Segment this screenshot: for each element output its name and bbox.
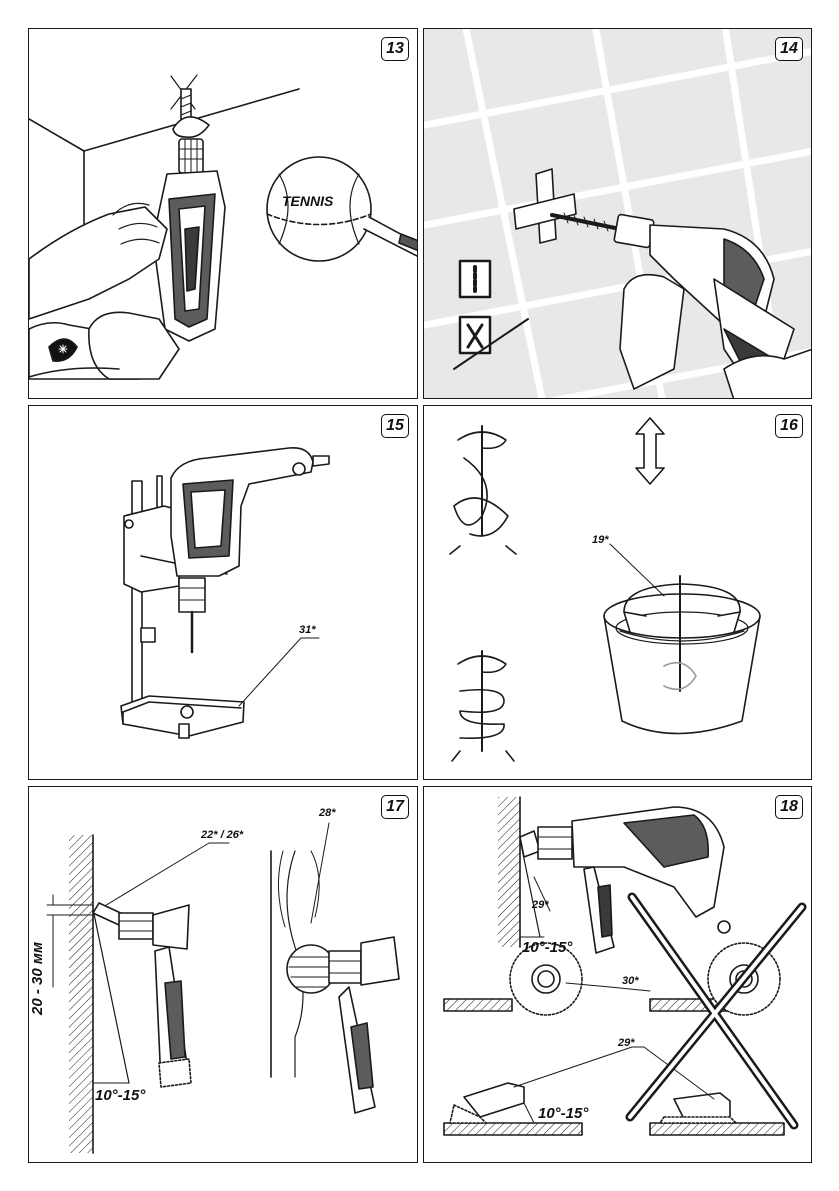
panel-number: 13 (381, 37, 409, 61)
drill-stand-illustration (120, 446, 330, 739)
panel-number: 14 (775, 37, 803, 61)
mixing-illustration (449, 417, 761, 762)
callout-19: 19* (592, 534, 609, 546)
distance-label: 20 - 30 мм (29, 941, 46, 1015)
angle-label-bottom: 10°-15° (538, 1105, 589, 1122)
panel-number: 16 (775, 414, 803, 438)
brushing-angle-illustration (443, 796, 807, 1136)
angle-label-top: 10°-15° (522, 939, 573, 956)
panel-16: 19* 16 (423, 405, 812, 780)
panel-number: 18 (775, 795, 803, 819)
tennis-ball-text: TENNIS (282, 193, 334, 209)
callout-22-26: 22* / 26* (201, 829, 244, 841)
drilling-ceiling-illustration (29, 74, 417, 380)
panel-number: 17 (381, 795, 409, 819)
angle-label: 10°-15° (95, 1087, 146, 1104)
brushing-wall-illustration (46, 822, 400, 1154)
callout-28: 28* (319, 807, 336, 819)
panel-15: 31* 15 (28, 405, 418, 780)
panel-14: 14 (423, 28, 812, 399)
callout-29-top: 29* (532, 899, 549, 911)
callout-29-bottom: 29* (618, 1037, 635, 1049)
panel-17: 22* / 26* 28* 20 - 30 мм 10°-15° 17 (28, 786, 418, 1163)
callout-30: 30* (622, 975, 639, 987)
panel-18: 29* 10°-15° 30* 29* 10°-15° 18 (423, 786, 812, 1163)
drilling-tile-illustration (424, 29, 811, 398)
panel-number: 15 (381, 414, 409, 438)
callout-31: 31* (299, 624, 316, 636)
panel-13: TENNIS 13 (28, 28, 418, 399)
